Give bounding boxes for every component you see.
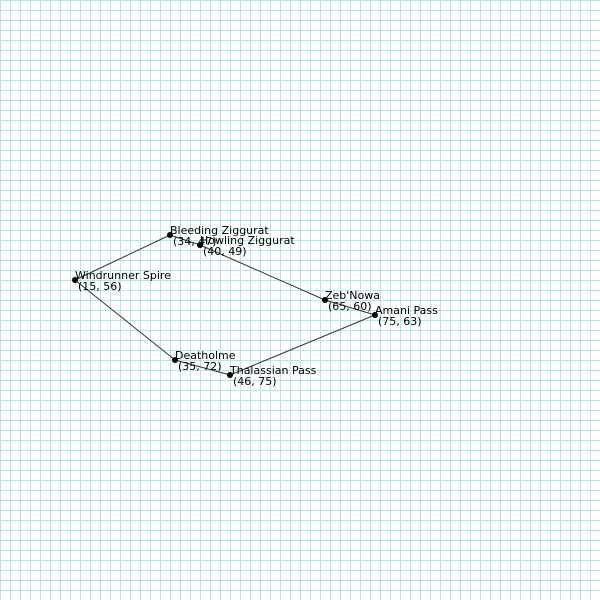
- node-coordinate-label: (40, 49): [203, 245, 247, 258]
- route-edge-windrunner-bleeding: [74, 234, 171, 281]
- node-bleeding: Bleeding Ziggurat(34, 47): [167, 224, 269, 248]
- node-thalassian: Thalassian Pass(46, 75): [227, 364, 317, 388]
- node-name-label: Zeb'Nowa: [325, 289, 380, 302]
- node-name-label: Amani Pass: [375, 304, 438, 317]
- node-name-label: Bleeding Ziggurat: [170, 224, 269, 237]
- node-coordinate-label: (15, 56): [78, 280, 122, 293]
- node-name-label: Deatholme: [175, 349, 236, 362]
- node-coordinate-label: (46, 75): [233, 375, 277, 388]
- route-nodes: Windrunner Spire(15, 56) Bleeding Ziggura…: [72, 224, 438, 388]
- node-amani: Amani Pass(75, 63): [372, 304, 438, 328]
- route-edge-howling-zebnowa: [199, 244, 326, 301]
- route-edge-deatholme-windrunner: [74, 279, 176, 361]
- node-howling: Howling Ziggurat(40, 49): [197, 234, 295, 258]
- node-zebnowa: Zeb'Nowa(65, 60): [322, 289, 380, 313]
- node-marker: [167, 232, 173, 238]
- node-name-label: Windrunner Spire: [75, 269, 171, 282]
- node-marker: [372, 312, 378, 318]
- node-windrunner: Windrunner Spire(15, 56): [72, 269, 171, 293]
- node-coordinate-label: (65, 60): [328, 300, 372, 313]
- node-marker: [72, 277, 78, 283]
- node-name-label: Howling Ziggurat: [200, 234, 295, 247]
- node-coordinate-label: (75, 63): [378, 315, 422, 328]
- node-marker: [227, 372, 233, 378]
- node-coordinate-label: (35, 72): [178, 360, 222, 373]
- node-name-label: Thalassian Pass: [229, 364, 317, 377]
- route-edge-bleeding-howling: [169, 234, 201, 246]
- route-edges: [74, 234, 376, 376]
- node-marker: [172, 357, 178, 363]
- route-edge-zebnowa-amani: [324, 299, 376, 316]
- route-edge-thalassian-deatholme: [174, 359, 231, 376]
- node-deatholme: Deatholme(35, 72): [172, 349, 236, 373]
- node-coordinate-label: (34, 47): [173, 235, 217, 248]
- route-edge-amani-thalassian: [229, 314, 376, 376]
- node-marker: [197, 242, 203, 248]
- node-marker: [322, 297, 328, 303]
